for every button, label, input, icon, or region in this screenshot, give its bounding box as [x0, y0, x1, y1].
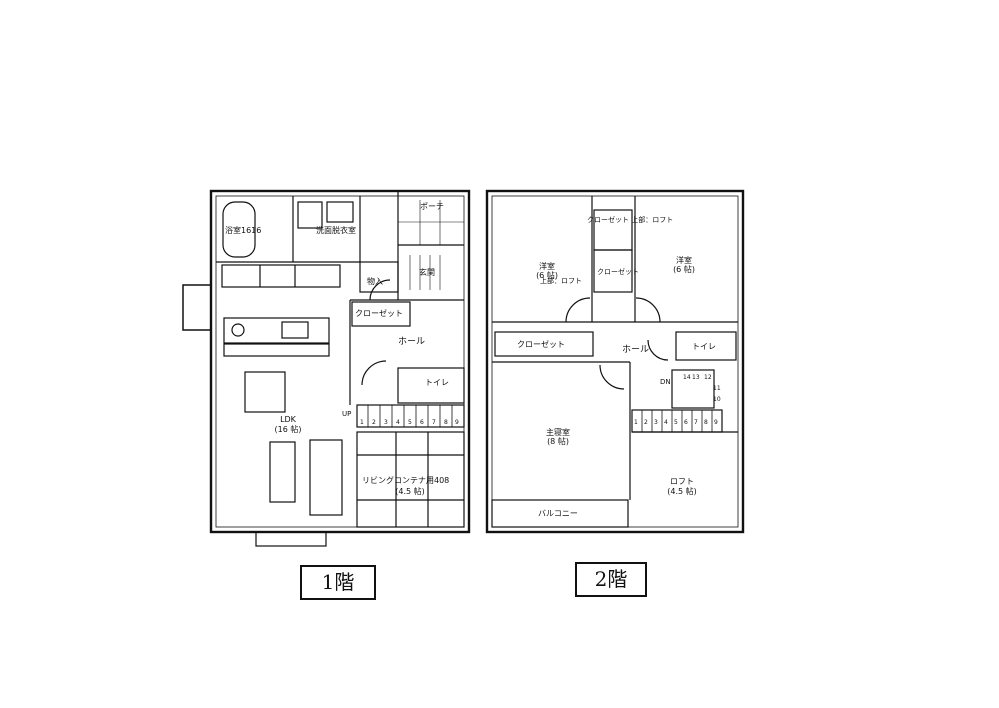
closet-long-label: クローゼット	[517, 340, 565, 349]
stair-number: 1	[360, 419, 364, 426]
stair-number: 2	[644, 419, 648, 426]
stair-number: 2	[372, 419, 376, 426]
loft-label: ロフト	[670, 477, 694, 486]
western-room-left-size: (6 帖)	[536, 271, 558, 280]
stair-number: 9	[455, 419, 459, 426]
western-room-right-label: 洋室	[676, 256, 692, 265]
stair-number: 14	[683, 374, 691, 381]
master-bedroom-label: 主寝室	[546, 428, 570, 437]
living-container-size-label: (4.5 帖)	[395, 487, 425, 496]
ldk-label: LDK	[280, 415, 296, 424]
up-label: UP	[342, 410, 352, 418]
floor2-walls	[485, 189, 745, 534]
balcony-label: バルコニー	[538, 509, 578, 518]
stair-number: 8	[444, 419, 448, 426]
western-room-left-label: 洋室	[539, 262, 555, 271]
upper-loft-label: 上部：ロフト	[540, 277, 582, 285]
stair-number: 6	[684, 419, 688, 426]
stair-number: 6	[420, 419, 424, 426]
closet-upper-label: クローゼット 上部：ロフト	[587, 216, 674, 224]
washroom-label: 洗面脱衣室	[316, 226, 356, 235]
stair-number: 4	[396, 419, 400, 426]
master-bedroom-size: (8 帖)	[547, 437, 569, 446]
floor1-caption: 1階	[300, 565, 376, 600]
stair-number: 1	[634, 419, 638, 426]
stair-number: 3	[384, 419, 388, 426]
stair-number: 13	[692, 374, 700, 381]
living-container-label: リビングコンテナ用408	[362, 476, 450, 485]
stair-number: 9	[714, 419, 718, 426]
entrance-label: 玄関	[419, 268, 435, 277]
ldk-size-label: (16 帖)	[274, 425, 302, 434]
stair-number: 5	[408, 419, 412, 426]
stair-number: 4	[664, 419, 668, 426]
toilet-label-1f: トイレ	[425, 378, 449, 387]
stair-number: 7	[432, 419, 436, 426]
bath-label: 浴室1616	[225, 226, 262, 235]
porch-label: ポーチ	[420, 202, 444, 211]
dn-label: DN	[660, 378, 671, 386]
loft-size: (4.5 帖)	[667, 487, 697, 496]
stair-number: 5	[674, 419, 678, 426]
storage-label: 物入	[367, 277, 383, 286]
hall-label-1f: ホール	[398, 337, 426, 347]
toilet-label-2f: トイレ	[692, 342, 716, 351]
hall-label-2f: ホール	[622, 345, 650, 355]
closet-label-1f: クローゼット	[355, 309, 403, 318]
floor1-walls	[182, 189, 471, 547]
stair-number: 7	[694, 419, 698, 426]
closet-mid-label: クローゼット	[597, 268, 639, 276]
floor2-caption: 2階	[575, 562, 647, 597]
stair-number: 3	[654, 419, 658, 426]
stair-number: 12	[704, 374, 712, 381]
stair-number: 8	[704, 419, 708, 426]
stair-number: 11	[713, 385, 721, 392]
western-room-right-size: (6 帖)	[673, 265, 695, 274]
stair-number: 10	[713, 396, 721, 403]
